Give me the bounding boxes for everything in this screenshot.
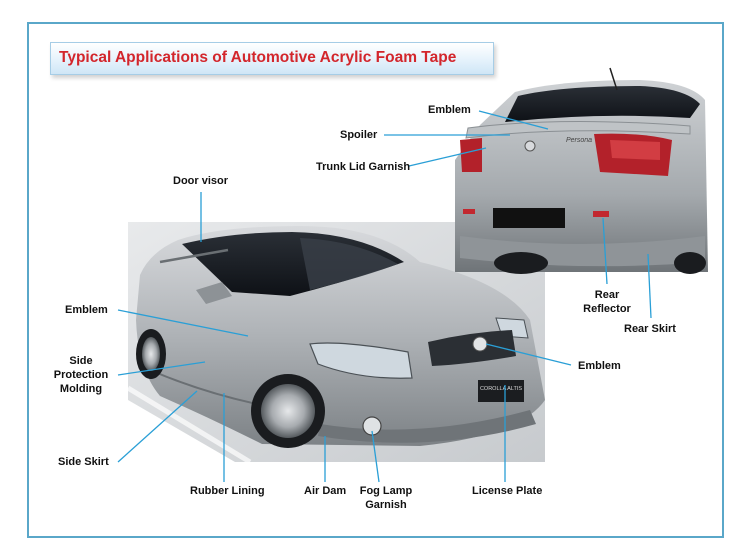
leader-emblem-side [117, 309, 249, 337]
label-rear-skirt: Rear Skirt [624, 323, 676, 335]
label-license-plate: License Plate [472, 485, 543, 497]
label-spoiler: Spoiler [340, 129, 378, 141]
label-door-visor: Door visor [173, 175, 229, 187]
front-emblem-mark [472, 336, 488, 352]
rear-car: Persona [455, 67, 708, 274]
leader-trunk-lid-garnish [408, 147, 487, 167]
rear-wheel-left [494, 252, 548, 274]
leader-emblem-front [485, 343, 572, 366]
leader-rear-skirt [647, 253, 652, 319]
rear-badge: Persona [566, 137, 592, 144]
leader-side-protection [117, 361, 206, 376]
label-side-skirt: Side Skirt [58, 456, 109, 468]
rear-reflector-mark [593, 211, 609, 217]
label-emblem-side: Emblem [65, 304, 108, 316]
leader-rear-reflector [602, 217, 608, 285]
front-car: COROLLA ALTIS [136, 226, 545, 448]
leader-lines [117, 110, 652, 483]
label-trunk-lid-garnish: Trunk Lid Garnish [316, 161, 411, 173]
label-rear-reflector: Rear Reflector [583, 289, 631, 315]
label-side-protection-molding: Side Protection Molding [53, 355, 109, 395]
label-air-dam: Air Dam [304, 485, 347, 497]
rear-emblem-mark [524, 140, 536, 152]
title-banner: Typical Applications of Automotive Acryl… [50, 42, 494, 75]
front-plate [478, 380, 524, 402]
leader-fog-lamp [371, 430, 380, 483]
diagram-title: Typical Applications of Automotive Acryl… [59, 49, 457, 66]
leader-side-skirt [117, 390, 198, 463]
leader-emblem-rear [478, 110, 549, 130]
plate-text: COROLLA ALTIS [480, 386, 522, 392]
rear-plate [493, 208, 565, 228]
label-rubber-lining: Rubber Lining [190, 485, 265, 497]
side-mirror [196, 282, 232, 304]
rear-wheel-right [674, 252, 706, 274]
label-emblem-rear: Emblem [428, 104, 471, 116]
label-fog-lamp-garnish: Fog Lamp Garnish [359, 485, 413, 511]
label-emblem-front: Emblem [578, 360, 621, 372]
